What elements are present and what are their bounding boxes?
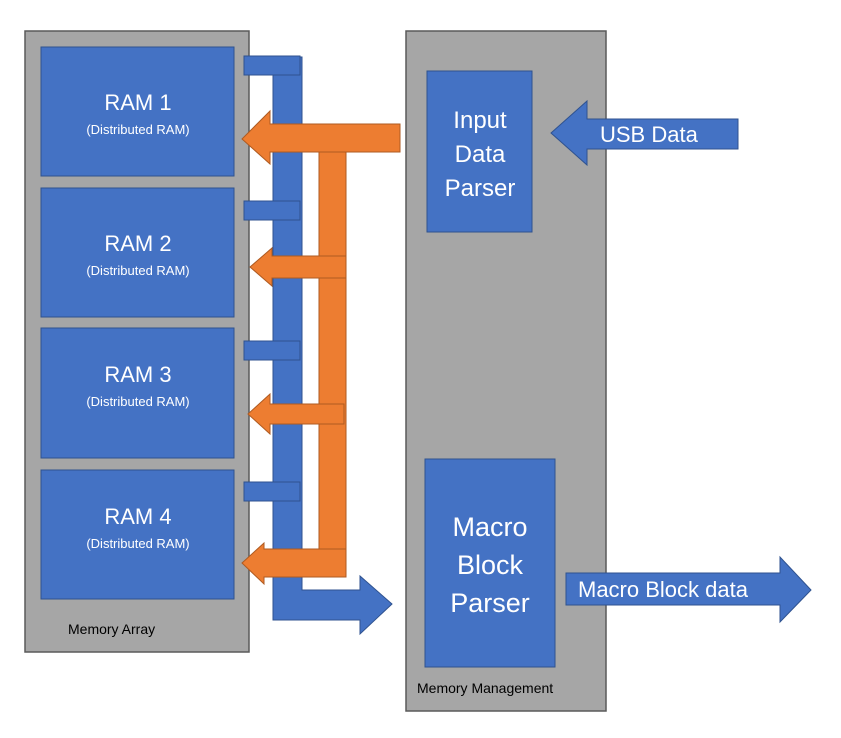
write-arrow-ram-1 — [241, 109, 401, 166]
ram-2-block — [40, 187, 235, 318]
write-arrow-ram-2 — [249, 246, 347, 288]
ram-1-bus-stub — [243, 55, 301, 76]
write-bus-vertical — [318, 139, 347, 578]
write-arrow-ram-3 — [247, 392, 345, 436]
macro-parser-line-3: Parser — [450, 588, 530, 618]
ram-3-bus-stub — [243, 340, 301, 361]
write-arrow-ram-4 — [241, 541, 347, 586]
ram-2-bus-stub — [243, 200, 301, 221]
ram-3-subtitle: (Distributed RAM) — [86, 394, 189, 409]
macro-parser-line-1: Macro — [452, 512, 527, 542]
macro-block-parser-block — [424, 458, 556, 668]
usb-data-label: USB Data — [600, 122, 699, 147]
memory-management-caption: Memory Management — [417, 680, 553, 696]
ram-3-title: RAM 3 — [104, 362, 171, 387]
ram-2-title: RAM 2 — [104, 231, 171, 256]
input-parser-line-3: Parser — [445, 175, 516, 202]
input-parser-line-2: Data — [455, 141, 506, 168]
input-data-parser-block — [426, 70, 533, 233]
macro-block-data-arrow — [565, 555, 812, 624]
input-parser-line-1: Input — [453, 107, 507, 134]
ram-3-block — [40, 327, 235, 459]
ram-2-subtitle: (Distributed RAM) — [86, 263, 189, 278]
ram-4-subtitle: (Distributed RAM) — [86, 536, 189, 551]
usb-data-arrow — [550, 99, 739, 167]
memory-array-caption: Memory Array — [68, 621, 155, 637]
macro-parser-line-2: Block — [457, 550, 524, 580]
ram-4-title: RAM 4 — [104, 504, 171, 529]
ram-1-subtitle: (Distributed RAM) — [86, 122, 189, 137]
ram-4-bus-stub — [243, 481, 301, 502]
ram-4-block — [40, 469, 235, 600]
ram-1-block — [40, 46, 235, 177]
macro-block-data-label: Macro Block data — [578, 577, 749, 602]
ram-1-title: RAM 1 — [104, 90, 171, 115]
